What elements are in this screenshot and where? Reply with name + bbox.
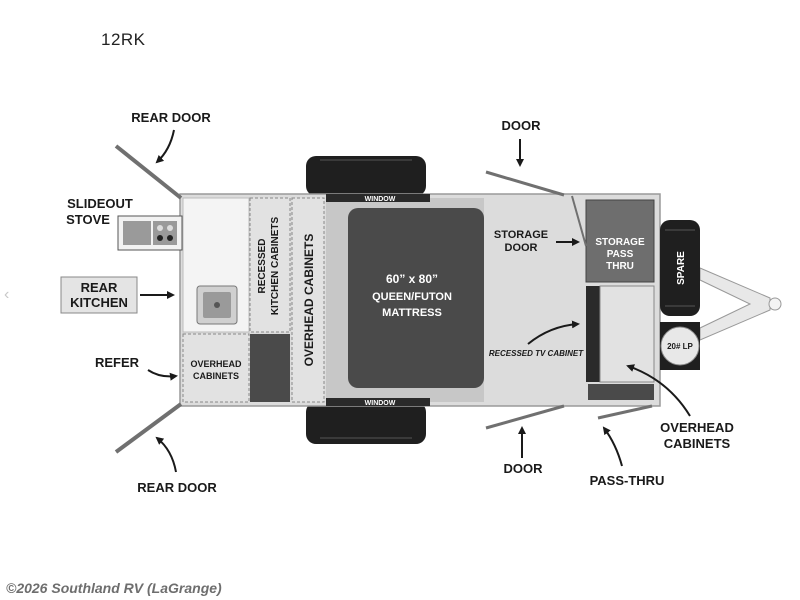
door-bottom-line xyxy=(485,404,565,430)
label-mattress-3: MATTRESS xyxy=(382,307,442,319)
label-storage-pass-2: PASS xyxy=(607,249,634,260)
label-overhead-cabinets-small-2: CABINETS xyxy=(193,371,239,381)
label-overhead-cabinets-small-1: OVERHEAD xyxy=(190,359,242,369)
pass-thru-line xyxy=(597,404,653,420)
overhead-cabinet-right xyxy=(599,285,655,383)
mattress xyxy=(348,208,484,388)
window-bottom xyxy=(326,398,430,406)
label-rear-door-bottom: REAR DOOR xyxy=(137,480,217,495)
recessed-kitchen-cabinets xyxy=(249,197,291,333)
label-spare: SPARE xyxy=(676,251,687,285)
model-name: 12RK xyxy=(101,30,146,49)
tire-top xyxy=(306,156,426,196)
window-top xyxy=(326,194,430,202)
arrow-rear-door-bottom xyxy=(155,436,177,473)
label-rear-kitchen-2: KITCHEN xyxy=(70,295,128,310)
rear-door-top-line xyxy=(114,144,183,200)
refer-dark xyxy=(250,334,290,402)
label-door-bottom: DOOR xyxy=(504,461,544,476)
tire-bottom xyxy=(306,402,426,444)
label-storage-pass-1: STORAGE xyxy=(595,237,645,248)
refer-block xyxy=(182,333,250,403)
hitch-tongue xyxy=(699,267,782,341)
label-overhead-cabinets-right-2: CABINETS xyxy=(664,436,731,451)
label-storage-door-1: STORAGE xyxy=(494,229,548,241)
overhead-cabinets-vertical xyxy=(291,197,325,403)
label-recessed-tv: RECESSED TV CABINET xyxy=(489,349,584,358)
label-slideout-stove-1: SLIDEOUT xyxy=(67,196,133,211)
spare-tire xyxy=(660,220,700,316)
arrow-tv-cabinet xyxy=(527,320,580,345)
label-rear-kitchen-1: REAR xyxy=(81,280,118,295)
sink-icon xyxy=(196,285,238,325)
label-refer: REFER xyxy=(95,355,140,370)
label-recessed-kitchen-2: KITCHEN CABINETS xyxy=(270,217,281,316)
label-pass-thru: PASS-THRU xyxy=(590,473,665,488)
lp-tank xyxy=(660,326,700,366)
storage-door-line xyxy=(571,195,587,247)
label-rear-door-top: REAR DOOR xyxy=(131,110,211,125)
label-lp-tank: 20# LP xyxy=(667,342,693,351)
arrow-pass-thru xyxy=(602,426,623,467)
tv-cabinet-dark xyxy=(586,286,600,382)
label-recessed-kitchen-1: RECESSED xyxy=(257,238,268,293)
label-door-top: DOOR xyxy=(502,118,542,133)
door-top-line xyxy=(485,170,565,197)
watermark: ©2026 Southland RV (LaGrange) xyxy=(6,580,222,596)
label-overhead-cabinets-vertical: OVERHEAD CABINETS xyxy=(302,234,316,367)
label-mattress-2: QUEEN/FUTON xyxy=(372,291,452,303)
label-window-top: WINDOW xyxy=(365,196,396,203)
chevron-left-icon[interactable]: ‹ xyxy=(4,286,10,303)
arrow-overhead-cabinets-right xyxy=(626,364,691,417)
label-window-bottom: WINDOW xyxy=(365,400,396,407)
label-overhead-cabinets-right-1: OVERHEAD xyxy=(660,420,734,435)
label-storage-pass-3: THRU xyxy=(606,261,634,272)
label-storage-door-2: DOOR xyxy=(505,242,538,254)
label-slideout-stove-2: STOVE xyxy=(66,212,110,227)
storage-pass-thru-box xyxy=(585,199,655,283)
pass-thru-strip xyxy=(588,384,654,400)
rear-kitchen-box xyxy=(60,276,138,314)
rear-door-bottom-line xyxy=(114,402,183,454)
stove-icon xyxy=(117,215,183,251)
arrow-rear-door-top xyxy=(155,129,175,164)
label-mattress-1: 60” x 80” xyxy=(386,272,438,286)
arrow-refer xyxy=(147,369,178,381)
